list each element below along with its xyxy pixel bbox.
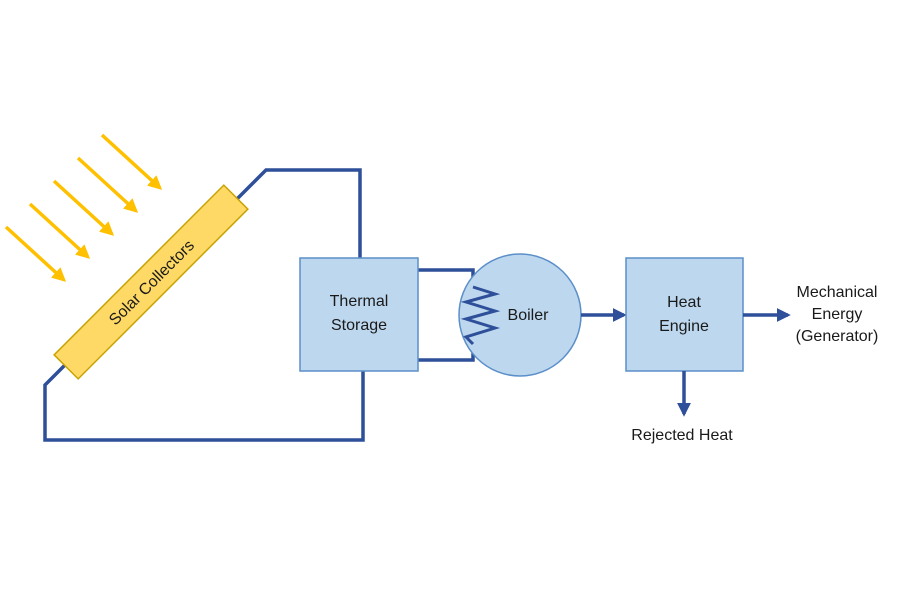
storage-to-boiler-pipe xyxy=(418,268,475,287)
solar-collectors-label: Solar Collectors xyxy=(106,237,198,329)
boiler: Boiler xyxy=(458,253,582,377)
sun-rays xyxy=(4,133,163,282)
heat-engine-box: Heat Engine xyxy=(625,257,744,372)
hot-supply-pipe xyxy=(228,168,362,258)
cold-return-pipe xyxy=(43,358,365,442)
thermal-storage-label-line1: Thermal xyxy=(330,293,389,310)
mechanical-energy-line2: Energy xyxy=(812,306,863,323)
thermal-storage-box: Thermal Storage xyxy=(299,257,419,372)
rejected-heat-label: Rejected Heat xyxy=(631,427,733,444)
zigzag-coil-icon xyxy=(460,285,501,346)
arrow-down-right-icon xyxy=(52,179,115,236)
arrow-down-right-icon xyxy=(4,225,67,282)
mechanical-energy-line3: (Generator) xyxy=(796,328,879,345)
boiler-to-storage-pipe xyxy=(418,344,475,362)
solar-collectors-panel: Solar Collectors xyxy=(53,184,249,380)
arrow-down-right-icon xyxy=(100,133,163,190)
mechanical-energy-output: Mechanical Energy (Generator) xyxy=(796,284,879,345)
thermal-storage-label-line2: Storage xyxy=(331,317,387,334)
collector-loop-pipes xyxy=(43,168,365,442)
boiler-label: Boiler xyxy=(508,307,550,324)
arrow-down-right-icon xyxy=(76,156,139,213)
arrow-down-right-icon xyxy=(28,202,91,259)
mechanical-energy-line1: Mechanical xyxy=(797,284,878,301)
heat-engine-label-line1: Heat xyxy=(667,294,701,311)
heat-engine-label-line2: Engine xyxy=(659,318,709,335)
